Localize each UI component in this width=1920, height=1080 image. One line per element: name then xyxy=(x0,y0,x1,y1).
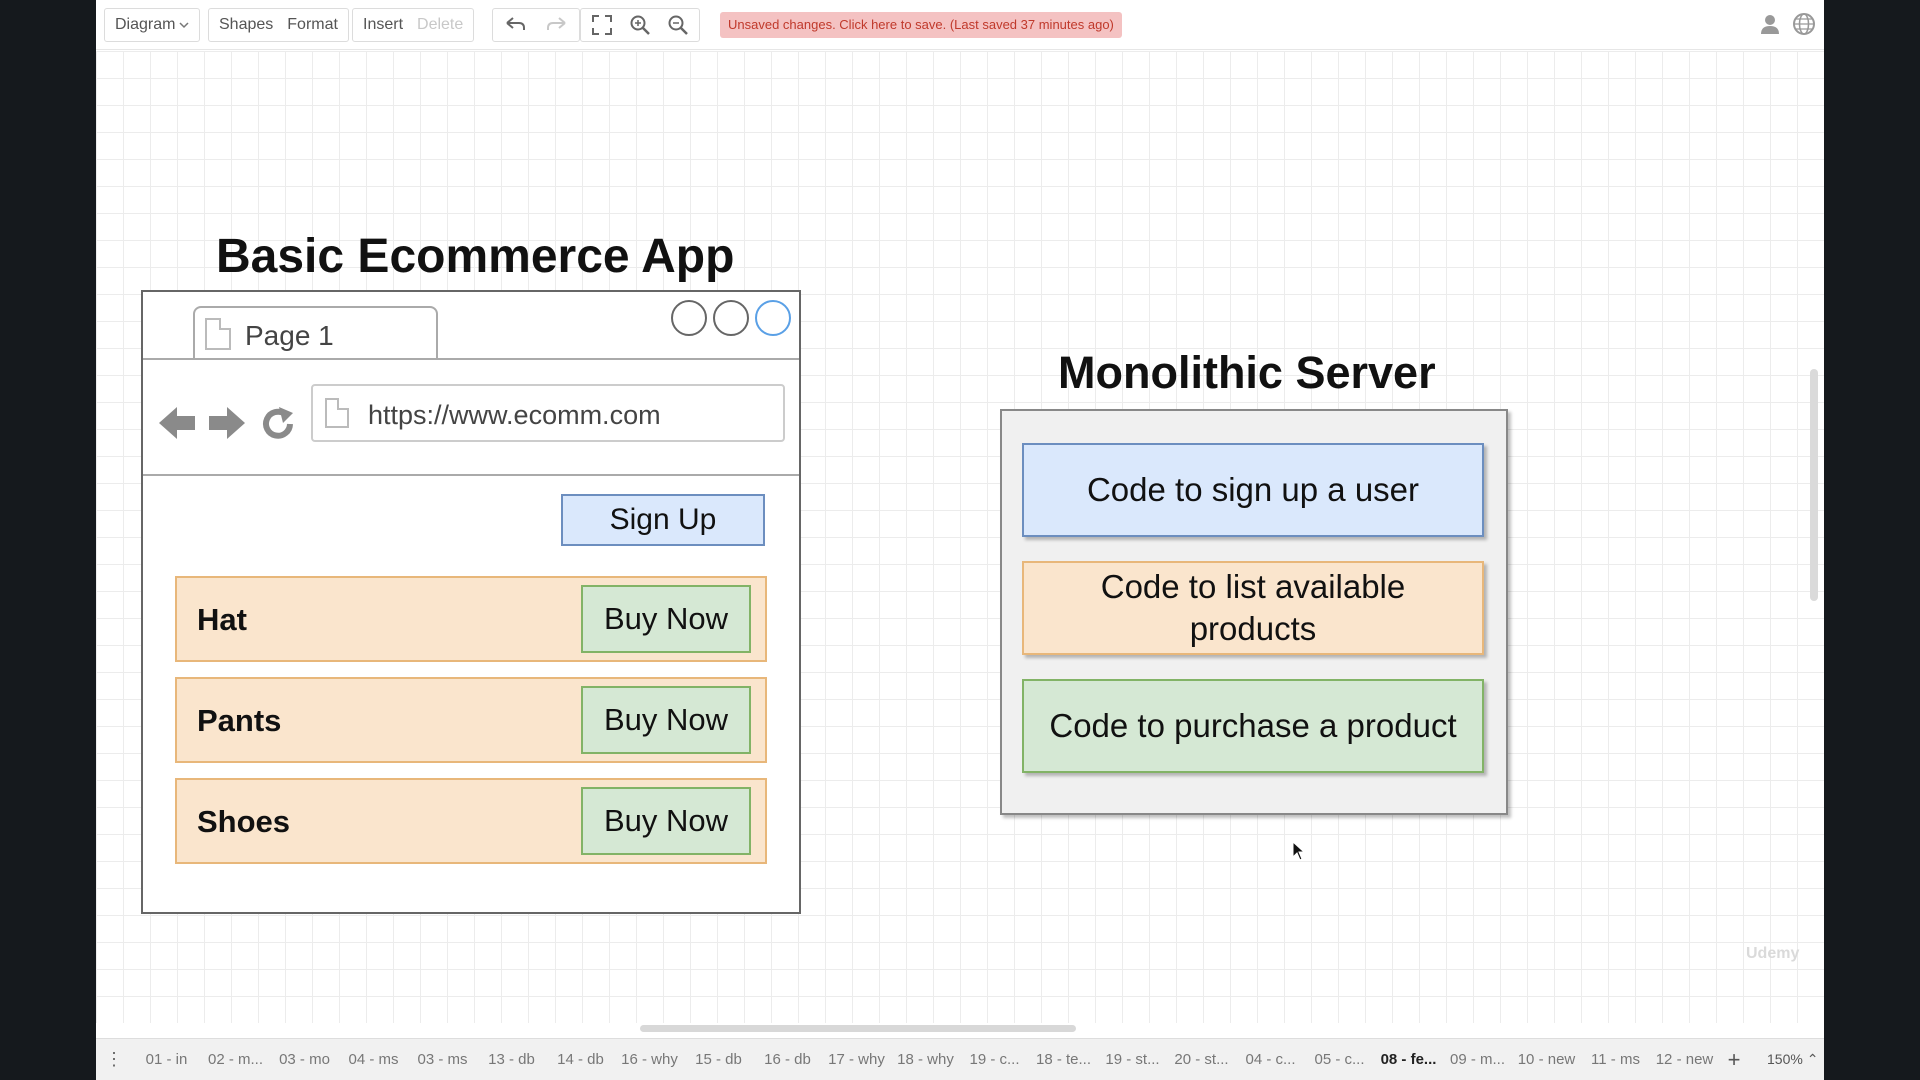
page-tab[interactable]: 04 - ms xyxy=(348,1051,399,1068)
page-tab[interactable]: 19 - c... xyxy=(969,1051,1020,1068)
product-name: Hat xyxy=(197,602,247,637)
redo-icon[interactable] xyxy=(545,15,569,35)
format-button[interactable]: Format xyxy=(287,16,338,33)
edit-group: Insert Delete xyxy=(352,8,475,42)
account-icons xyxy=(1758,12,1816,36)
product-row[interactable]: Hat Buy Now xyxy=(175,576,767,662)
pages-menu-icon[interactable]: ⋮ xyxy=(105,1049,123,1069)
page-tab[interactable]: 12 - new xyxy=(1655,1051,1714,1068)
panel-toggle-group: Shapes Format xyxy=(208,8,349,42)
user-icon[interactable] xyxy=(1758,12,1782,36)
code-list-products-box[interactable]: Code to list available products xyxy=(1022,561,1484,655)
code-purchase-box[interactable]: Code to purchase a product xyxy=(1022,679,1484,773)
diagram-canvas[interactable]: Basic Ecommerce App Page 1 https://www.e… xyxy=(96,51,1824,1023)
page-tab[interactable]: 13 - db xyxy=(488,1051,535,1068)
undo-redo-group xyxy=(492,8,580,42)
page-tab[interactable]: 16 - why xyxy=(621,1051,678,1068)
window-control-circle xyxy=(713,300,749,336)
page-tab[interactable]: 18 - why xyxy=(897,1051,954,1068)
page-tab[interactable]: 17 - why xyxy=(828,1051,885,1068)
page-tab[interactable]: 01 - in xyxy=(145,1051,188,1068)
page-tab[interactable]: 08 - fe... xyxy=(1380,1051,1437,1068)
undo-icon[interactable] xyxy=(503,15,527,35)
zoom-level[interactable]: 150% ⌃ xyxy=(1767,1051,1818,1068)
page-tab[interactable]: 03 - mo xyxy=(279,1051,330,1068)
chevron-down-icon xyxy=(179,22,189,29)
page-tab[interactable]: 10 - new xyxy=(1517,1051,1576,1068)
tab-divider xyxy=(143,358,799,360)
add-page-icon[interactable]: + xyxy=(1727,1046,1741,1072)
page-tabs: 01 - in 02 - m... 03 - mo 04 - ms 03 - ms 13 … xyxy=(132,1051,1719,1068)
zoom-in-icon[interactable] xyxy=(629,14,651,36)
page-tab[interactable]: 16 - db xyxy=(764,1051,811,1068)
page-tab[interactable]: 09 - m... xyxy=(1449,1051,1505,1068)
ecommerce-app-title[interactable]: Basic Ecommerce App xyxy=(216,230,735,283)
page-tab[interactable]: 02 - m... xyxy=(207,1051,263,1068)
product-name: Pants xyxy=(197,703,282,738)
unsaved-changes-notice[interactable]: Unsaved changes. Click here to save. (La… xyxy=(720,12,1122,38)
page-tab[interactable]: 20 - st... xyxy=(1174,1051,1229,1068)
page-tab[interactable]: 05 - c... xyxy=(1314,1051,1365,1068)
page-tab[interactable]: 19 - st... xyxy=(1105,1051,1160,1068)
monolithic-server-title[interactable]: Monolithic Server xyxy=(1058,347,1436,398)
zoom-value: 150% xyxy=(1767,1051,1803,1067)
product-row[interactable]: Shoes Buy Now xyxy=(175,778,767,864)
browser-nav-bar xyxy=(143,360,799,480)
page-tab[interactable]: 14 - db xyxy=(557,1051,604,1068)
delete-button[interactable]: Delete xyxy=(417,16,464,33)
view-group xyxy=(580,8,700,42)
page-icon xyxy=(325,398,349,428)
globe-icon[interactable] xyxy=(1792,12,1816,36)
browser-tab-label: Page 1 xyxy=(245,320,334,351)
toolbar: Diagram Shapes Format Insert Delete Unsa… xyxy=(96,0,1824,50)
product-name: Shoes xyxy=(197,804,291,839)
window-control-circle xyxy=(671,300,707,336)
chevron-up-icon: ⌃ xyxy=(1806,1051,1819,1067)
page-tabs-bar: ⋮ 01 - in 02 - m... 03 - mo 04 - ms 03 - ms 1… xyxy=(96,1038,1824,1080)
forward-arrow-icon xyxy=(209,407,245,439)
nav-divider xyxy=(143,474,799,476)
diagram-menu[interactable]: Diagram xyxy=(115,16,176,33)
browser-mockup[interactable]: Page 1 https://www.ecomm.com Sign Up Hat… xyxy=(141,290,801,914)
shapes-button[interactable]: Shapes xyxy=(219,16,274,33)
monolithic-server-box[interactable]: Code to sign up a user Code to list avai… xyxy=(1000,409,1508,815)
page-tab[interactable]: 15 - db xyxy=(695,1051,742,1068)
page-icon xyxy=(205,318,231,350)
sign-up-button[interactable]: Sign Up xyxy=(561,494,765,546)
insert-button[interactable]: Insert xyxy=(363,16,404,33)
buy-now-button[interactable]: Buy Now xyxy=(581,787,751,855)
svg-text:Udemy: Udemy xyxy=(1746,945,1799,962)
code-signup-box[interactable]: Code to sign up a user xyxy=(1022,443,1484,537)
fullscreen-icon[interactable] xyxy=(591,14,613,36)
page-tab[interactable]: 04 - c... xyxy=(1245,1051,1296,1068)
buy-now-button[interactable]: Buy Now xyxy=(581,686,751,754)
horizontal-scrollbar[interactable] xyxy=(640,1025,1076,1032)
buy-now-button[interactable]: Buy Now xyxy=(581,585,751,653)
watermark-logo: Udemy xyxy=(1746,941,1812,968)
drawio-app: Diagram Shapes Format Insert Delete Unsa… xyxy=(96,0,1824,1080)
url-bar: https://www.ecomm.com xyxy=(311,384,785,442)
window-control-circle xyxy=(755,300,791,336)
product-row[interactable]: Pants Buy Now xyxy=(175,677,767,763)
page-tab[interactable]: 18 - te... xyxy=(1035,1051,1092,1068)
page-tab[interactable]: 11 - ms xyxy=(1591,1051,1640,1068)
vertical-scrollbar[interactable] xyxy=(1810,369,1818,601)
back-arrow-icon xyxy=(159,407,195,439)
diagram-menu-group: Diagram xyxy=(104,8,201,42)
zoom-out-icon[interactable] xyxy=(667,14,689,36)
url-text: https://www.ecomm.com xyxy=(368,400,661,430)
page-tab[interactable]: 03 - ms xyxy=(417,1051,468,1068)
browser-tab xyxy=(193,306,438,358)
refresh-icon xyxy=(263,407,293,439)
mouse-cursor-icon xyxy=(1292,841,1306,861)
